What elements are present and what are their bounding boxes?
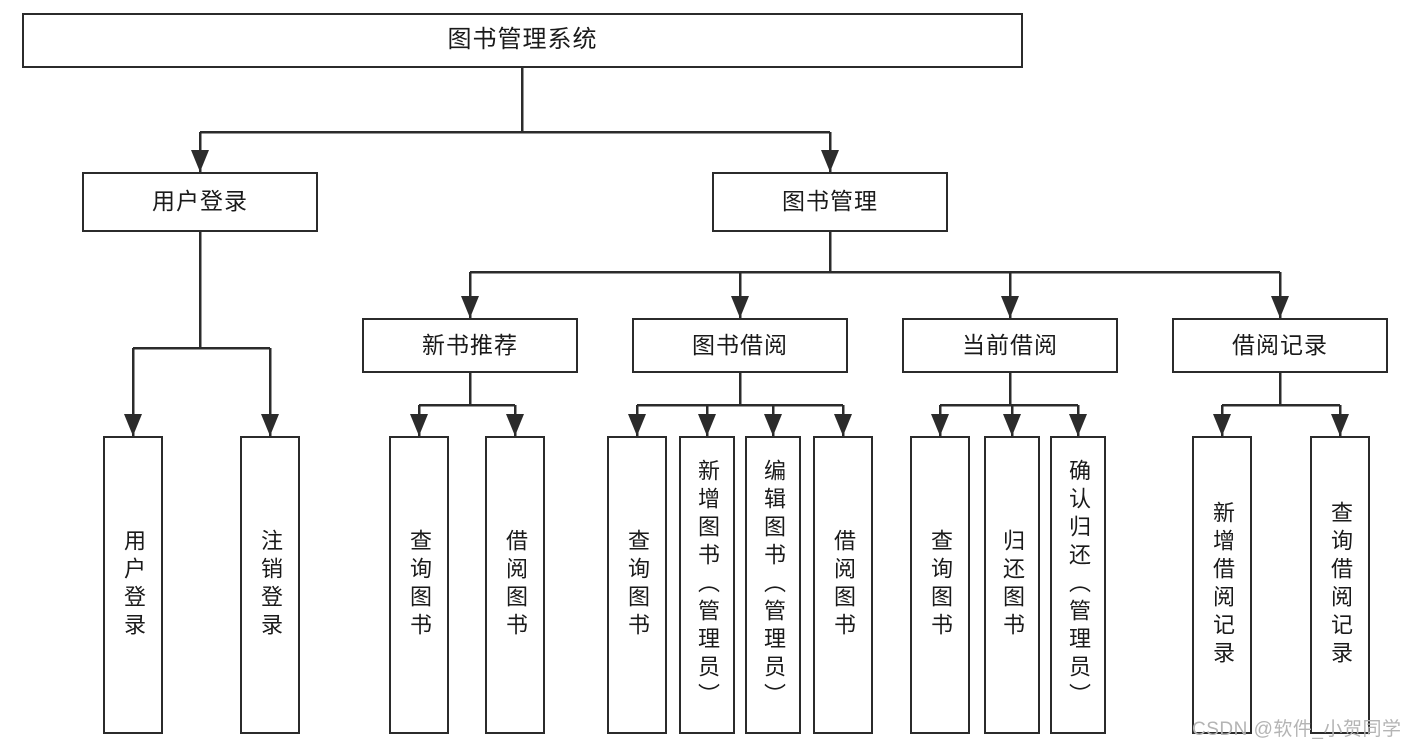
- node-label: 新书推荐: [422, 331, 518, 358]
- node-label: 确认归还（管理员）: [1066, 459, 1091, 711]
- node-label: 用户登录: [152, 188, 248, 215]
- leaf-return-book[interactable]: 归还图书: [984, 436, 1040, 734]
- node-label: 借阅图书: [831, 529, 856, 641]
- node-label: 归还图书: [1000, 529, 1025, 641]
- node-book-management[interactable]: 图书管理: [712, 172, 948, 232]
- leaf-add-borrow-record[interactable]: 新增借阅记录: [1192, 436, 1252, 734]
- node-current-borrow[interactable]: 当前借阅: [902, 318, 1118, 373]
- leaf-logout-login[interactable]: 注销登录: [240, 436, 300, 734]
- node-label: 注销登录: [258, 529, 283, 641]
- node-root-book-management-system[interactable]: 图书管理系统: [22, 13, 1023, 68]
- node-book-borrow[interactable]: 图书借阅: [632, 318, 848, 373]
- node-label: 借阅图书: [503, 529, 528, 641]
- leaf-confirm-return-admin[interactable]: 确认归还（管理员）: [1050, 436, 1106, 734]
- node-label: 当前借阅: [962, 331, 1058, 358]
- node-borrow-record[interactable]: 借阅记录: [1172, 318, 1388, 373]
- node-label: 图书借阅: [692, 331, 788, 358]
- node-label: 编辑图书（管理员）: [761, 459, 786, 711]
- node-label: 图书管理系统: [447, 26, 598, 54]
- leaf-query-borrow-record[interactable]: 查询借阅记录: [1310, 436, 1370, 734]
- node-label: 图书管理: [782, 188, 878, 215]
- leaf-query-book-current[interactable]: 查询图书: [910, 436, 970, 734]
- node-user-login[interactable]: 用户登录: [82, 172, 318, 232]
- node-label: 借阅记录: [1232, 331, 1328, 358]
- leaf-query-book-borrow[interactable]: 查询图书: [607, 436, 667, 734]
- node-label: 查询图书: [407, 529, 432, 641]
- leaf-borrow-book-borrow[interactable]: 借阅图书: [813, 436, 873, 734]
- csdn-watermark: CSDN @软件_小贺同学: [1192, 719, 1402, 740]
- node-label: 查询借阅记录: [1328, 501, 1353, 669]
- leaf-edit-book-admin[interactable]: 编辑图书（管理员）: [745, 436, 801, 734]
- node-label: 新增图书（管理员）: [695, 459, 720, 711]
- node-label: 新增借阅记录: [1210, 501, 1235, 669]
- node-new-book-recommend[interactable]: 新书推荐: [362, 318, 578, 373]
- leaf-add-book-admin[interactable]: 新增图书（管理员）: [679, 436, 735, 734]
- node-label: 查询图书: [928, 529, 953, 641]
- leaf-query-book-recommend[interactable]: 查询图书: [389, 436, 449, 734]
- leaf-user-login[interactable]: 用户登录: [103, 436, 163, 734]
- leaf-borrow-book-recommend[interactable]: 借阅图书: [485, 436, 545, 734]
- node-label: 用户登录: [121, 529, 146, 641]
- node-label: 查询图书: [625, 529, 650, 641]
